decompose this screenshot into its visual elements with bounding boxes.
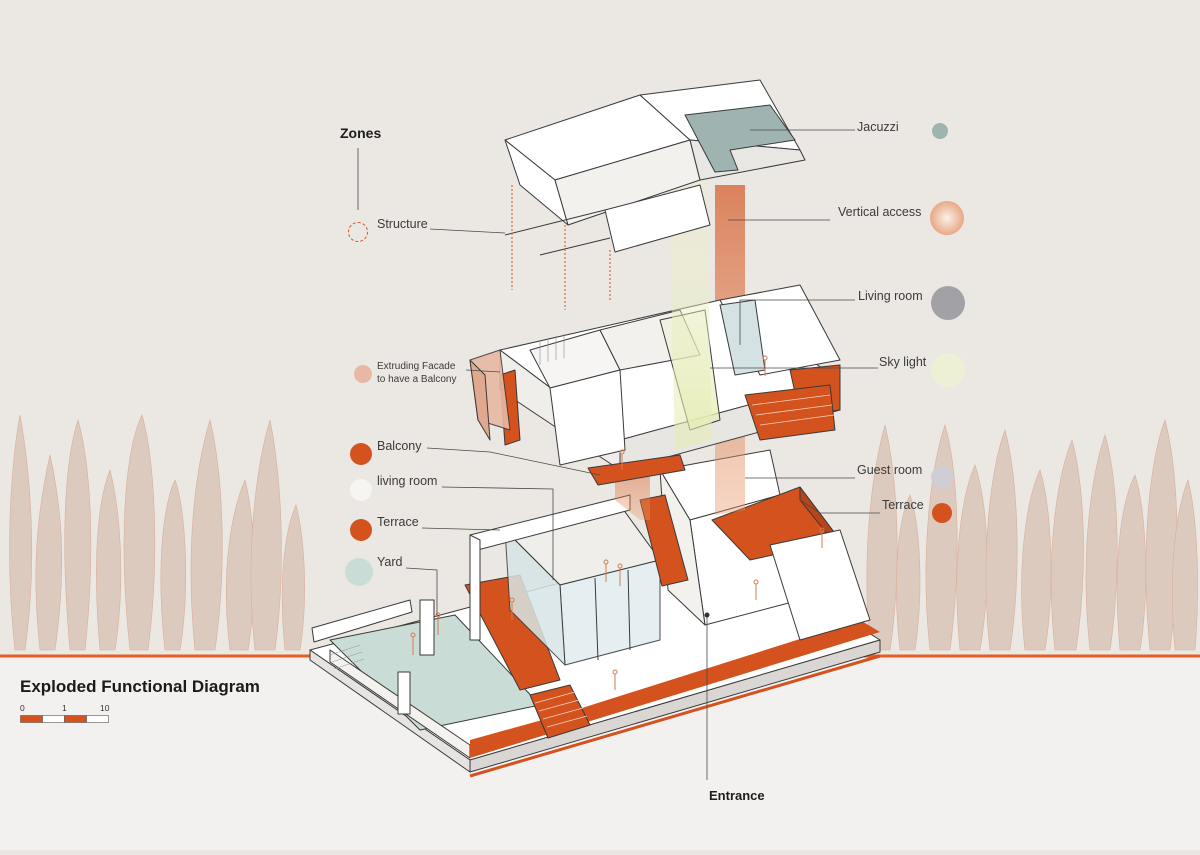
- vertical-access-dot: [930, 201, 964, 235]
- first-floor: [469, 284, 841, 486]
- structure-dot: [348, 222, 368, 242]
- scale-tick-0: 0: [20, 703, 25, 713]
- human-figures: [410, 355, 825, 690]
- tree-group-left: [9, 414, 305, 651]
- terrace-left-dot: [350, 519, 372, 541]
- guest-room-label: Guest room: [857, 463, 923, 477]
- scale-bar-graphic: [20, 715, 109, 723]
- scale-tick-10: 10: [100, 703, 110, 713]
- entrance-label: Entrance: [709, 788, 765, 803]
- terrace-left-label: Terrace: [377, 515, 419, 529]
- terrace-right-label: Terrace: [882, 498, 924, 512]
- balcony-label: Balcony: [377, 439, 422, 453]
- leader-lines: [357, 129, 880, 780]
- entrance-marker: [704, 612, 710, 618]
- extruding-facade-dot: [354, 365, 372, 383]
- sky-light-dot: [931, 353, 965, 387]
- living-room-lower-dot: [350, 479, 372, 501]
- vertical-access-label: Vertical access: [838, 205, 922, 219]
- yard-dot: [345, 558, 373, 586]
- sky-light-label: Sky light: [879, 355, 927, 369]
- diagram-title: Exploded Functional Diagram: [20, 677, 260, 696]
- living-room-upper-label: Living room: [858, 289, 923, 303]
- yard-label: Yard: [377, 555, 403, 569]
- jacuzzi-dot: [932, 123, 948, 139]
- structure-dashed-lines: [511, 185, 611, 310]
- legend-heading: Zones: [340, 125, 382, 141]
- roof-level: [504, 79, 806, 256]
- guest-room-dot: [931, 466, 953, 488]
- scale-tick-1: 1: [62, 703, 67, 713]
- living-room-lower-label: living room: [377, 474, 438, 488]
- living-room-upper-dot: [931, 286, 965, 320]
- tree-group-right: [866, 419, 1198, 651]
- balcony-dot: [350, 443, 372, 465]
- jacuzzi-label: Jacuzzi: [857, 120, 899, 134]
- terrace-right-dot: [932, 503, 952, 523]
- extruding-facade-label: Extruding Facade to have a Balcony: [377, 361, 457, 385]
- structure-label: Structure: [377, 217, 428, 231]
- ground-floor: [309, 449, 881, 778]
